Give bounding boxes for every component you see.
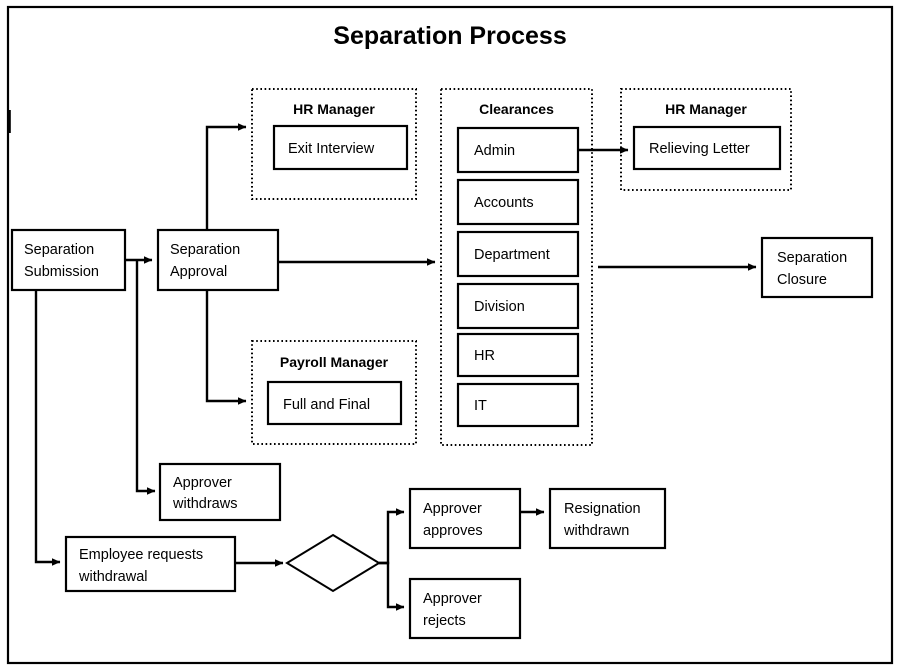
node-full-and-final-label: Full and Final bbox=[283, 397, 370, 413]
group-title-clearances: Clearances bbox=[479, 101, 554, 117]
group-frame-clearances bbox=[440, 88, 593, 446]
node-exit-interview[interactable]: Exit Interview bbox=[272, 124, 409, 171]
node-separation-closure[interactable]: Separation Closure bbox=[760, 236, 874, 299]
page-title: Separation Process bbox=[333, 22, 566, 50]
connector-approval-to-exit-interview bbox=[205, 123, 247, 230]
node-separation-approval[interactable]: Separation Approval bbox=[156, 228, 280, 292]
node-approver-approves-label-line2: approves bbox=[423, 523, 483, 539]
node-approver-rejects[interactable]: Approver rejects bbox=[408, 577, 522, 640]
clearance-item-3-label: Division bbox=[474, 299, 525, 315]
node-separation-submission-label-line1: Separation bbox=[24, 242, 94, 258]
clearance-item-2[interactable]: Department bbox=[456, 230, 580, 278]
clearance-item-4-label: HR bbox=[474, 348, 495, 364]
clearance-item-2-label: Department bbox=[474, 247, 550, 263]
diagram-border bbox=[6, 5, 894, 665]
connector-approval-to-full-and-final bbox=[205, 290, 247, 405]
node-separation-submission-label-line2: Submission bbox=[24, 264, 99, 280]
node-approver-withdraws-label-line1: Approver bbox=[173, 475, 232, 491]
group-title-hr-manager-exit: HR Manager bbox=[293, 101, 375, 117]
node-approver-rejects-label-line1: Approver bbox=[423, 591, 482, 607]
node-exit-interview-label: Exit Interview bbox=[288, 141, 375, 157]
node-separation-submission[interactable]: Separation Submission bbox=[10, 228, 127, 292]
node-resignation-withdrawn-label-line2: withdrawn bbox=[563, 523, 629, 539]
node-employee-requests-withdrawal-label-line2: withdrawal bbox=[78, 569, 148, 585]
connector-decision-to-approver-approves bbox=[379, 508, 405, 565]
clearance-item-5-label: IT bbox=[474, 398, 487, 414]
clearance-item-1[interactable]: Accounts bbox=[456, 178, 580, 226]
decision-diamond[interactable] bbox=[285, 533, 381, 593]
node-relieving-letter-label: Relieving Letter bbox=[649, 141, 750, 157]
node-resignation-withdrawn-label-line1: Resignation bbox=[564, 501, 641, 517]
node-employee-requests-withdrawal[interactable]: Employee requests withdrawal bbox=[64, 535, 237, 593]
group-frame-payroll-manager bbox=[251, 340, 417, 445]
clearance-item-4[interactable]: HR bbox=[456, 332, 580, 378]
node-approver-withdraws-label-line2: withdraws bbox=[172, 496, 237, 512]
node-separation-closure-label-line1: Separation bbox=[777, 250, 847, 266]
node-approver-withdraws[interactable]: Approver withdraws bbox=[158, 462, 282, 522]
node-separation-approval-label-line2: Approval bbox=[170, 264, 227, 280]
clearance-item-1-label: Accounts bbox=[474, 195, 534, 211]
connector-submission-to-employee-requests-withdrawal bbox=[34, 290, 61, 566]
node-separation-approval-label-line1: Separation bbox=[170, 242, 240, 258]
group-title-hr-manager-relieving: HR Manager bbox=[665, 101, 747, 117]
connector-decision-to-approver-rejects bbox=[379, 561, 405, 611]
clearance-item-0[interactable]: Admin bbox=[456, 126, 580, 174]
node-approver-approves-label-line1: Approver bbox=[423, 501, 482, 517]
clearance-item-0-label: Admin bbox=[474, 143, 515, 159]
node-employee-requests-withdrawal-label-line1: Employee requests bbox=[79, 547, 203, 563]
node-relieving-letter[interactable]: Relieving Letter bbox=[632, 125, 782, 171]
connector-submission-to-approver-withdraws bbox=[135, 260, 156, 495]
group-frame-hr-manager-relieving bbox=[620, 88, 792, 191]
group-frame-hr-manager-exit bbox=[251, 88, 417, 200]
group-title-payroll-manager: Payroll Manager bbox=[280, 354, 389, 370]
node-separation-closure-label-line2: Closure bbox=[777, 272, 827, 288]
clearance-item-3[interactable]: Division bbox=[456, 282, 580, 330]
node-approver-approves[interactable]: Approver approves bbox=[408, 487, 522, 550]
node-full-and-final[interactable]: Full and Final bbox=[266, 380, 403, 426]
node-approver-rejects-label-line2: rejects bbox=[423, 613, 466, 629]
node-resignation-withdrawn[interactable]: Resignation withdrawn bbox=[548, 487, 667, 550]
clearance-item-5[interactable]: IT bbox=[456, 382, 580, 428]
